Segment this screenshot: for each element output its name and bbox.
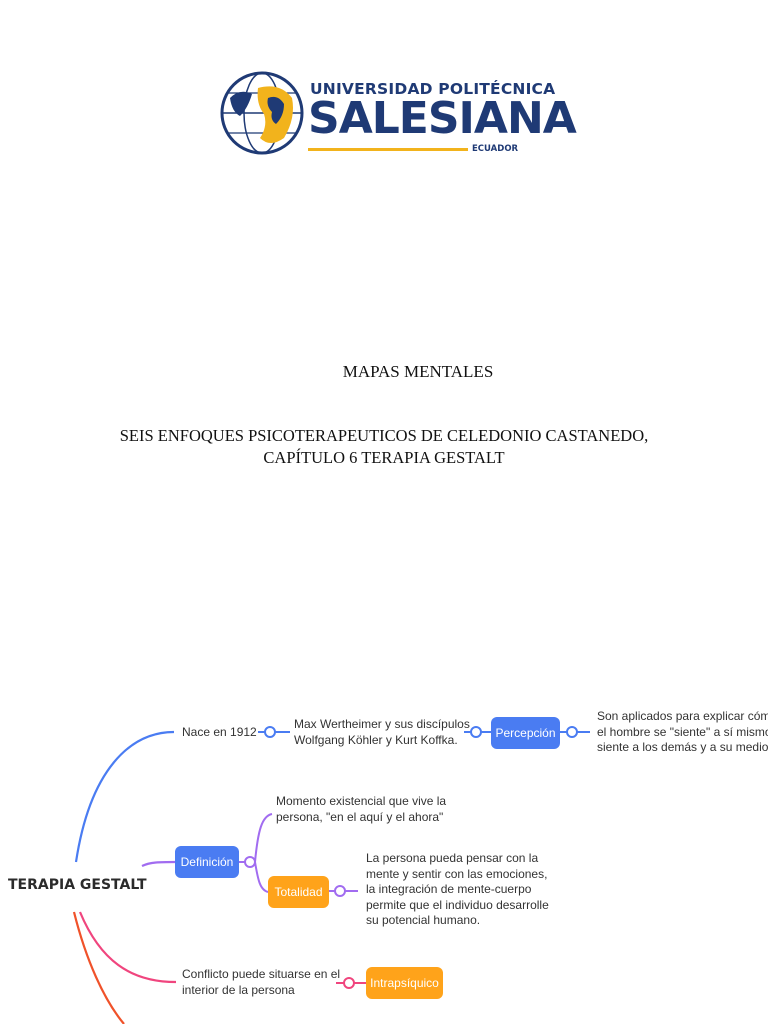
node-totalidad-line3: la integración de mente-cuerpo <box>366 882 532 896</box>
connector-root-nace <box>74 730 175 863</box>
node-percepcion-note-line2: el hombre se "siente" a sí mismo, <box>597 724 768 739</box>
connector-definicion-totalidad <box>254 861 269 893</box>
mind-map-connectors <box>72 726 590 1024</box>
node-percepcion-note-line1: Son aplicados para explicar cómo <box>597 709 768 723</box>
logo-salesiana-label: SALESIANA <box>308 93 577 144</box>
node-totalidad-line2: mente y sentir con las emociones, <box>366 866 548 881</box>
node-percepcion-note: Son aplicados para explicar cómo el homb… <box>597 709 768 756</box>
mind-map-root: TERAPIA GESTALT <box>8 877 147 893</box>
node-momento-line2: persona, "en el aquí y el ahora" <box>276 809 444 824</box>
tag-percepcion: Percepción <box>491 717 560 749</box>
globe-emblem-icon <box>220 71 304 155</box>
node-totalidad-text: La persona pueda pensar con la mente y s… <box>366 851 549 929</box>
tag-totalidad: Totalidad <box>268 876 329 908</box>
node-conflicto-line1: Conflicto puede situarse en el <box>182 967 341 981</box>
node-dot-nace <box>264 726 276 738</box>
tag-intrapsiquico: Intrapsíquico <box>366 967 443 999</box>
mind-map: TERAPIA GESTALT Nace en 1912 Max Werthei… <box>0 690 768 1024</box>
node-wertheimer-line2: Wolfgang Köhler y Kurt Koffka. <box>294 732 458 747</box>
logo-gold-bar <box>308 148 468 151</box>
node-dot-detail <box>470 726 482 738</box>
university-logo: UNIVERSIDAD POLITÉCNICA SALESIANA ECUADO… <box>218 68 577 158</box>
connector-definicion-momento <box>254 813 273 863</box>
connector-root-conflicto <box>78 911 177 984</box>
document-subtitle-line2: CAPÍTULO 6 TERAPIA GESTALT <box>263 448 505 467</box>
logo-university-label: UNIVERSIDAD POLITÉCNICA <box>310 80 556 98</box>
connector-root-definicion <box>141 860 177 868</box>
node-nace: Nace en 1912 <box>182 725 257 739</box>
node-dot-percepcion <box>566 726 578 738</box>
document-title: MAPAS MENTALES <box>0 362 768 382</box>
node-dot-totalidad <box>334 885 346 897</box>
logo-country-label: ECUADOR <box>472 144 519 154</box>
node-dot-definicion <box>244 856 256 868</box>
node-momento: Momento existencial que vive la persona,… <box>276 794 446 825</box>
node-wertheimer: Max Wertheimer y sus discípulos Wolfgang… <box>294 717 470 748</box>
connector-root-red <box>72 911 125 1024</box>
node-conflicto: Conflicto puede situarse en el interior … <box>182 967 340 998</box>
document-subtitle: SEIS ENFOQUES PSICOTERAPEUTICOS DE CELED… <box>0 425 768 469</box>
node-conflicto-line2: interior de la persona <box>182 982 295 997</box>
node-totalidad-line4: permite que el individuo desarrolle <box>366 897 549 912</box>
document-title-text: MAPAS MENTALES <box>342 362 494 381</box>
node-wertheimer-line1: Max Wertheimer y sus discípulos <box>294 717 470 731</box>
node-percepcion-note-line3: siente a los demás y a su medio. <box>597 740 768 754</box>
node-dot-conflicto <box>343 977 355 989</box>
node-totalidad-line5: su potencial humano. <box>366 913 481 927</box>
tag-definicion: Definición <box>175 846 239 878</box>
node-totalidad-line1: La persona pueda pensar con la <box>366 851 539 865</box>
document-subtitle-line1: SEIS ENFOQUES PSICOTERAPEUTICOS DE CELED… <box>119 426 649 445</box>
node-momento-line1: Momento existencial que vive la <box>276 794 447 808</box>
